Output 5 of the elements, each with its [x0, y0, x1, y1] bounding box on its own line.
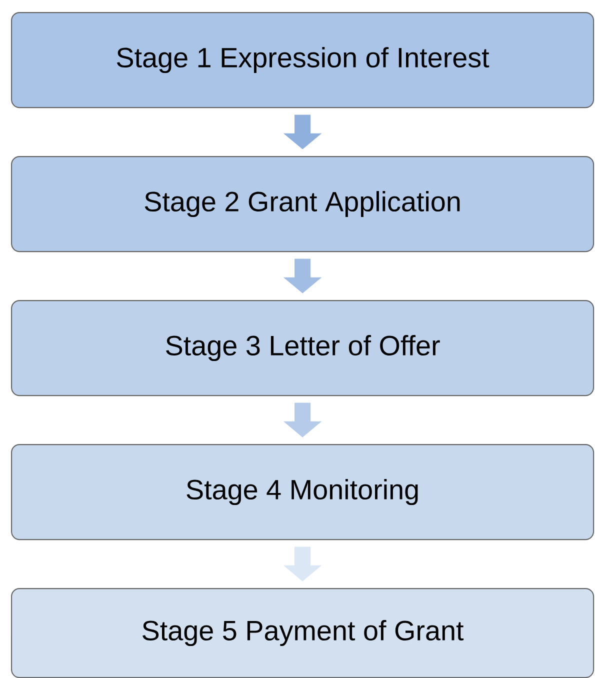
- stage-box: Stage 2 Grant Application: [11, 156, 594, 252]
- stage-box: Stage 3 Letter of Offer: [11, 300, 594, 396]
- stage-box: Stage 4 Monitoring: [11, 444, 594, 540]
- stage-box: Stage 1 Expression of Interest: [11, 12, 594, 108]
- stage-box: Stage 5 Payment of Grant: [11, 588, 594, 678]
